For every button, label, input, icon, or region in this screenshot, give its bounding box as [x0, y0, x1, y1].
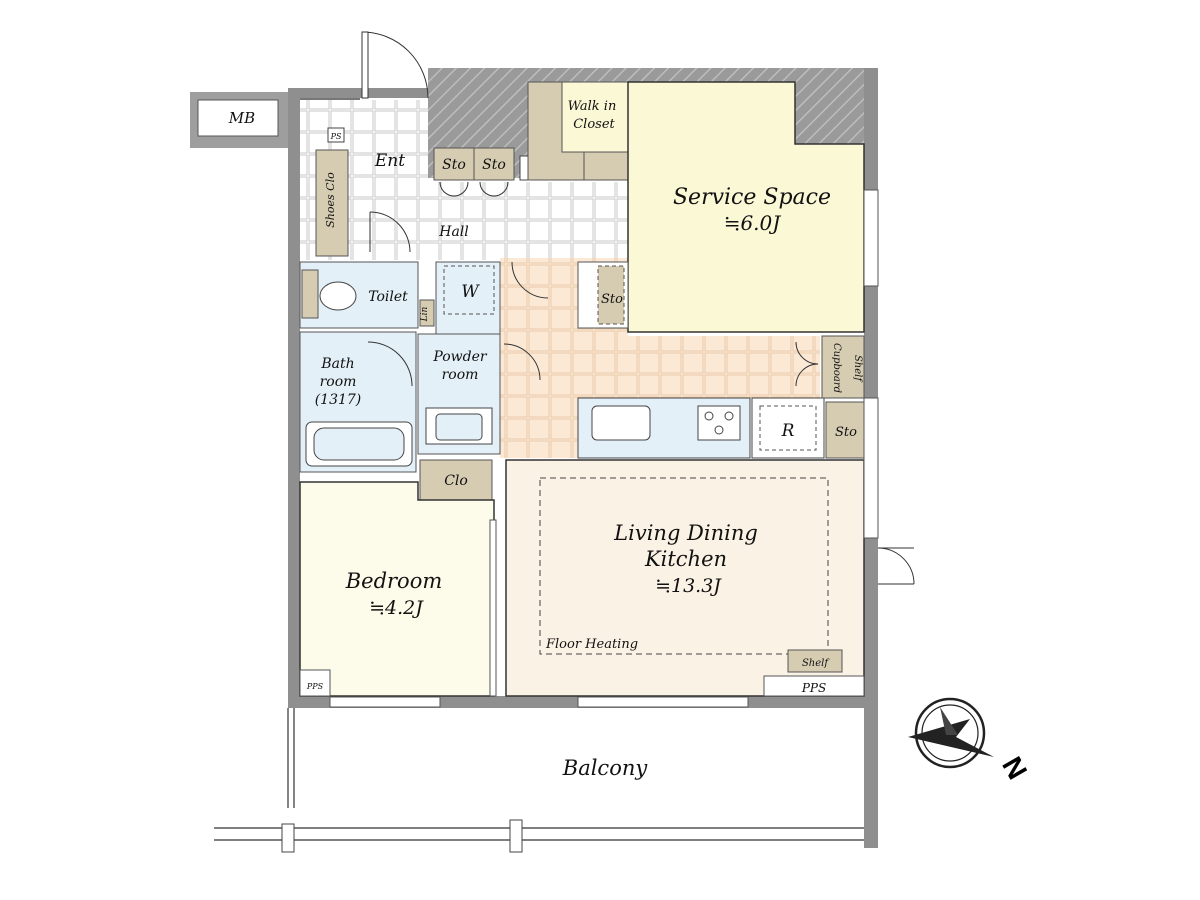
- sink-icon: [591, 405, 651, 441]
- mb-box: MB: [190, 92, 288, 148]
- bath-label-3: (1317): [315, 392, 362, 408]
- ldk-label-2: Kitchen: [644, 547, 727, 571]
- sto-box-4: [825, 401, 865, 459]
- mb-label: MB: [228, 109, 255, 127]
- bath-label-1: Bath: [320, 356, 354, 372]
- service-space: Service Space ≒6.0J: [627, 81, 865, 333]
- bedroom: Bedroom ≒4.2J PPS: [299, 481, 497, 697]
- compass-icon: N: [908, 697, 1033, 785]
- walk-in-label-1: Walk in: [568, 99, 617, 114]
- fridge-space: [751, 397, 825, 459]
- clo-box: [419, 459, 493, 501]
- floor-heating-label: Floor Heating: [545, 637, 638, 652]
- sto-box-1: [433, 147, 475, 181]
- sto-doors: [439, 181, 509, 197]
- window-right-2: [863, 397, 879, 539]
- hall-door: [369, 211, 411, 253]
- stove-icon: [697, 405, 741, 441]
- ldk-label-1: Living Dining: [613, 521, 758, 545]
- window-bottom-2: [577, 696, 749, 708]
- side-door: [877, 547, 915, 585]
- balcony-label: Balcony: [562, 756, 649, 780]
- powder-label-1: Powder: [432, 349, 488, 365]
- bath-room: Bath room (1317): [299, 331, 417, 473]
- washer-label: W: [461, 282, 480, 302]
- hall-tiles: [428, 182, 628, 260]
- ldk-size: ≒13.3J: [655, 575, 722, 597]
- shelf2-label: Shelf: [802, 658, 830, 669]
- sto4-label: Sto: [835, 425, 857, 440]
- sto1-label: Sto: [442, 157, 466, 173]
- window-right-1: [863, 189, 879, 287]
- bedroom-size: ≒4.2J: [369, 597, 424, 619]
- powder-label-2: room: [442, 367, 479, 383]
- corridor-door: [511, 261, 549, 299]
- kitchen-tiles-top: [500, 336, 820, 398]
- kitchen-tiles-left: [500, 396, 578, 458]
- bath-label-2: room: [320, 374, 357, 390]
- north-label: N: [996, 752, 1033, 785]
- ent-label: Ent: [374, 151, 405, 171]
- balcony: Balcony: [214, 708, 864, 853]
- walk-in-label-2: Closet: [573, 117, 615, 132]
- washer-area: [435, 261, 501, 335]
- bedroom-label: Bedroom: [345, 569, 443, 593]
- sto-box-2: [473, 147, 515, 181]
- shelf1-label: Shelf: [852, 355, 863, 383]
- cupboard-label: Cupboard: [831, 343, 842, 393]
- hall-label: Hall: [438, 224, 469, 240]
- powder-room: Powder room: [417, 333, 541, 455]
- fridge-label: R: [781, 421, 795, 441]
- sto2-label: Sto: [482, 157, 506, 173]
- window-bottom-1: [329, 696, 441, 708]
- toilet-label: Toilet: [368, 289, 408, 305]
- toilet-room: Toilet Lin: [299, 261, 435, 329]
- clo-label: Clo: [444, 473, 468, 489]
- service-space-label: Service Space: [673, 185, 831, 210]
- shoes-closet: [315, 149, 349, 257]
- pps2-label: PPS: [801, 681, 826, 695]
- washer-outline: [443, 265, 495, 315]
- living-dining-kitchen: Living Dining Kitchen ≒13.3J Floor Heati…: [505, 459, 865, 697]
- lin-label: Lin: [420, 306, 430, 322]
- entrance-door: [361, 31, 429, 99]
- ps-small-label: PS: [330, 132, 342, 141]
- cupboard-shelf: [821, 335, 865, 399]
- shoes-closet-label: Shoes Clo: [324, 172, 337, 228]
- service-space-size: ≒6.0J: [724, 211, 782, 235]
- pps1-label: PPS: [306, 682, 324, 691]
- walk-in-closet: Walk in Closet: [527, 81, 657, 181]
- ps-small-box: [327, 127, 345, 143]
- kitchen-counter: [577, 397, 751, 459]
- sto3-label: Sto: [601, 292, 623, 307]
